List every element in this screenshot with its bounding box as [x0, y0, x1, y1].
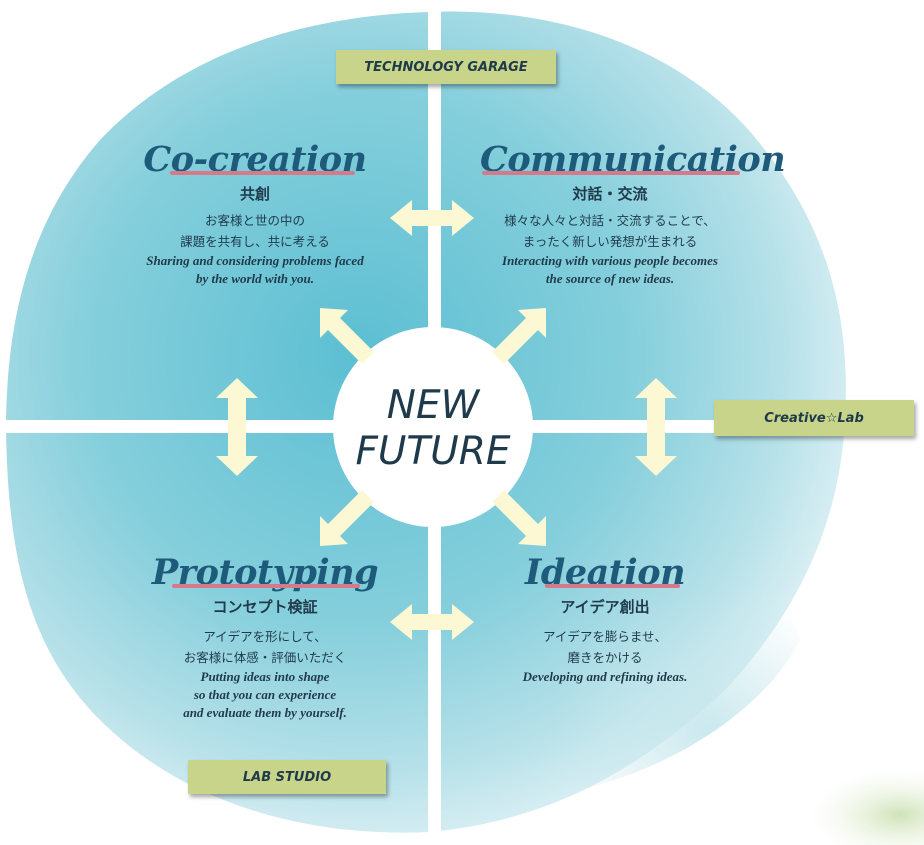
- ideation-description: アイデアを膨らませ、 磨きをかける Developing and refinin…: [455, 626, 755, 686]
- arrow-center-communication: [492, 308, 546, 364]
- tag-creative-lab-label: Creative☆Lab: [764, 410, 864, 426]
- arrow-cocreation-communication: [390, 200, 474, 236]
- prototyping-en-desc-3: and evaluate them by yourself.: [183, 705, 347, 720]
- ideation-underline: [545, 584, 680, 588]
- cocreation-en-desc-1: Sharing and considering problems faced: [146, 253, 364, 268]
- arrow-center-prototyping: [320, 490, 374, 546]
- arrow-cocreation-prototyping: [216, 378, 258, 476]
- corner-wash: [810, 770, 924, 845]
- center-circle: [333, 327, 533, 527]
- communication-jp-desc-1: 様々な人々と対話・交流することで、: [504, 213, 716, 228]
- ideation-en-desc-1: Developing and refining ideas.: [522, 669, 688, 684]
- prototyping-en-desc-2: so that you can experience: [193, 687, 337, 702]
- prototyping-jp-desc-2: お客様に体感・評価いただく: [183, 650, 347, 665]
- connector-arrows: [216, 200, 677, 640]
- center-label-line1: NEW: [386, 383, 480, 428]
- prototyping-description: アイデアを形にして、 お客様に体感・評価いただく Putting ideas i…: [115, 626, 415, 722]
- cocreation-jp-desc-2: 課題を共有し、共に考える: [180, 234, 330, 249]
- communication-underline: [482, 171, 740, 175]
- cocreation-jp-title: 共創: [239, 185, 270, 203]
- ideation-jp-desc-2: 磨きをかける: [567, 650, 643, 665]
- communication-en-desc-2: the source of new ideas.: [545, 271, 675, 286]
- ideation-jp-title: アイデア創出: [560, 598, 650, 616]
- tag-technology-garage-label: TECHNOLOGY GARAGE: [364, 59, 528, 75]
- arrow-center-ideation: [492, 490, 546, 546]
- communication-description: 様々な人々と対話・交流することで、 まったく新しい発想が生まれる Interac…: [460, 210, 760, 288]
- communication-jp-title: 対話・交流: [572, 185, 648, 203]
- arrow-center-cocreation: [320, 308, 374, 364]
- tag-lab-studio-label: LAB STUDIO: [242, 769, 332, 785]
- arrow-prototyping-ideation: [390, 604, 474, 640]
- tag-creative-lab: Creative☆Lab: [714, 400, 914, 436]
- cocreation-description: お客様と世の中の 課題を共有し、共に考える Sharing and consid…: [110, 210, 400, 288]
- arrow-communication-ideation: [635, 378, 677, 476]
- communication-en-desc-1: Interacting with various people becomes: [502, 253, 718, 268]
- cocreation-underline: [170, 171, 355, 175]
- ideation-jp-desc-1: アイデアを膨らませ、: [542, 629, 667, 644]
- center-label-line2: FUTURE: [355, 429, 511, 474]
- prototyping-jp-title: コンセプト検証: [212, 598, 318, 616]
- cocreation-jp-desc-1: お客様と世の中の: [204, 213, 305, 228]
- cocreation-en-desc-2: by the world with you.: [195, 271, 315, 286]
- center-label: NEW FUTURE: [333, 383, 533, 475]
- tag-lab-studio: LAB STUDIO: [188, 760, 386, 794]
- prototyping-en-desc-1: Putting ideas into shape: [200, 669, 330, 684]
- communication-jp-desc-2: まったく新しい発想が生まれる: [522, 234, 698, 249]
- tag-technology-garage: TECHNOLOGY GARAGE: [336, 50, 556, 84]
- prototyping-jp-desc-1: アイデアを形にして、: [203, 629, 327, 644]
- prototyping-underline: [172, 584, 360, 588]
